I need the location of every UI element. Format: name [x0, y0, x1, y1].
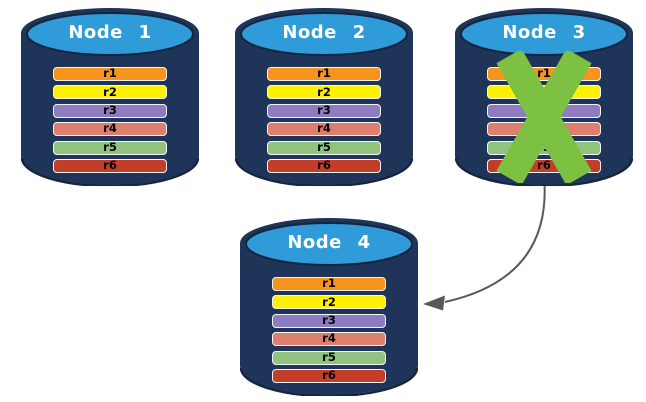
- row-label: r6: [103, 158, 117, 173]
- row-label: r1: [103, 66, 117, 81]
- row-list: r1 r2 r3 r4 r5 r6: [267, 67, 381, 173]
- row-r6: r6: [53, 158, 167, 173]
- failure-x-icon: [496, 51, 592, 183]
- node-1: Node 1 r1 r2 r3 r4 r5 r6: [21, 3, 199, 186]
- row-label: r3: [317, 103, 331, 118]
- row-label: r2: [322, 294, 336, 309]
- row-label: r2: [103, 84, 117, 99]
- row-label: r6: [322, 368, 336, 383]
- row-label: r1: [317, 66, 331, 81]
- row-r4: r4: [267, 121, 381, 137]
- row-label: r6: [317, 158, 331, 173]
- row-r1: r1: [272, 277, 386, 291]
- row-r2: r2: [272, 294, 386, 310]
- row-list: r1 r2 r3 r4 r5 r6: [272, 277, 386, 383]
- row-r3: r3: [267, 103, 381, 118]
- node-title: Node 1: [68, 22, 152, 43]
- row-r4: r4: [53, 121, 167, 137]
- row-list: r1 r2 r3 r4 r5 r6: [53, 67, 167, 173]
- node-4: Node 4 r1 r2 r3 r4 r5 r6: [240, 213, 418, 396]
- row-r5: r5: [53, 139, 167, 155]
- row-label: r5: [317, 139, 331, 154]
- row-label: r4: [103, 121, 117, 136]
- row-r6: r6: [272, 368, 386, 383]
- arrowhead-icon: [423, 295, 445, 311]
- row-r5: r5: [267, 139, 381, 155]
- node-title: Node 3: [502, 22, 586, 43]
- row-label: r5: [103, 139, 117, 154]
- row-r1: r1: [53, 67, 167, 81]
- row-r2: r2: [53, 84, 167, 100]
- row-label: r4: [322, 331, 336, 346]
- row-r5: r5: [272, 349, 386, 365]
- row-label: r5: [322, 349, 336, 364]
- row-r2: r2: [267, 84, 381, 100]
- row-label: r1: [322, 276, 336, 291]
- node-2: Node 2 r1 r2 r3 r4 r5 r6: [235, 3, 413, 186]
- row-label: r2: [317, 84, 331, 99]
- node-3: Node 3 r1 r2 r3 r4 r5 r6: [455, 3, 633, 186]
- row-r1: r1: [267, 67, 381, 81]
- row-label: r3: [103, 103, 117, 118]
- row-label: r4: [317, 121, 331, 136]
- row-r3: r3: [53, 103, 167, 118]
- row-label: r1: [537, 66, 551, 81]
- row-r3: r3: [272, 313, 386, 328]
- row-label: r5: [537, 139, 551, 154]
- row-r4: r4: [272, 331, 386, 347]
- row-label: r6: [537, 158, 551, 173]
- row-r6: r6: [267, 158, 381, 173]
- node-title: Node 4: [287, 232, 371, 253]
- row-label: r3: [322, 313, 336, 328]
- node-title: Node 2: [282, 22, 366, 43]
